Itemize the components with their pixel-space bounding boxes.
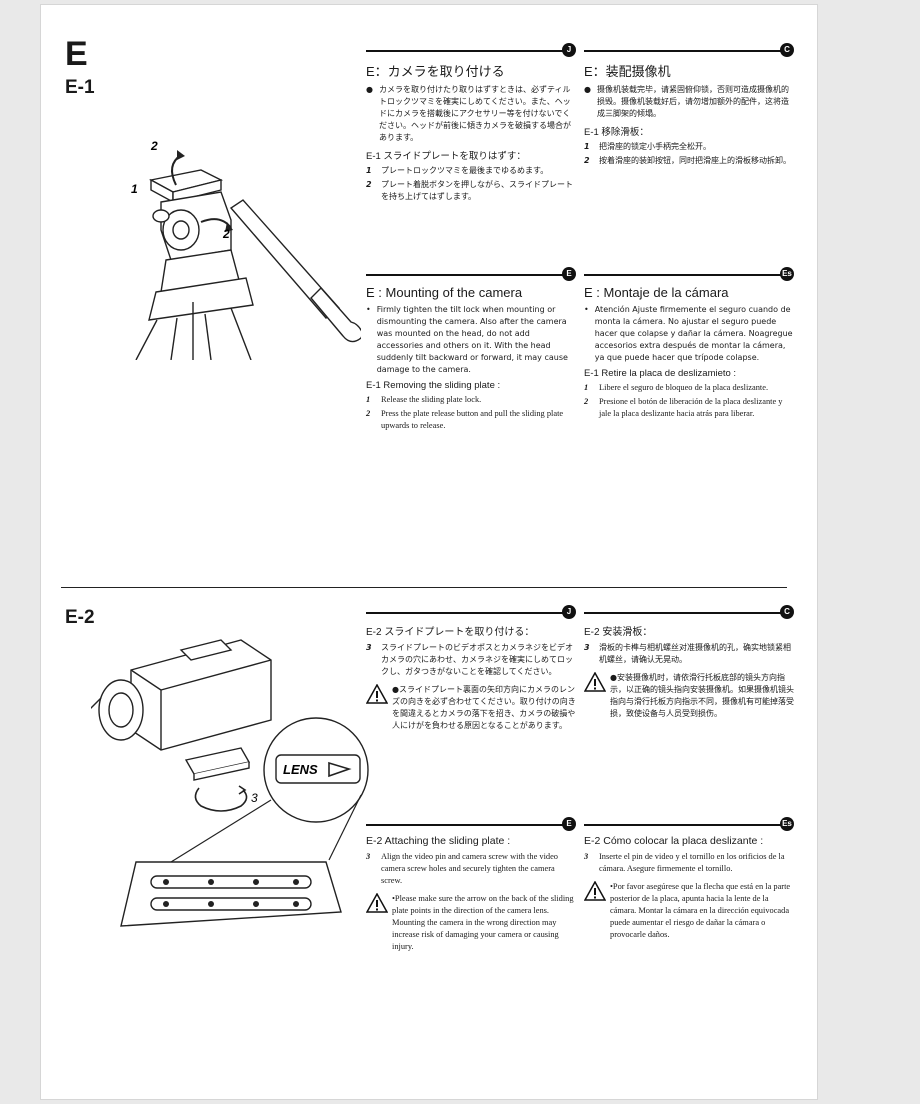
e1-en-title: E : Mounting of the camera: [366, 285, 523, 300]
warning-icon: [366, 893, 388, 913]
e1-ja-subtitle: E-1 スライドプレートを取りはずす：: [366, 151, 526, 162]
e1-ja-bullet: カメラを取り付けたり取りはずすときは、必ずティルトロックツマミを確実にしめてくだ…: [378, 85, 571, 142]
step-number: 1: [584, 383, 589, 392]
callout-2-top: 2: [150, 139, 158, 153]
lang-badge-es: Es: [780, 267, 794, 281]
step-number: 3: [584, 643, 590, 652]
lang-badge-en: E: [562, 267, 576, 281]
e1-zh-block: C E：装配摄像机 ●摄像机装载完毕，请紧固俯仰锁，否则可造成摄像机的损毁。摄像…: [584, 43, 794, 169]
section-label-e1: E-1: [65, 77, 95, 98]
e2-es-step-3: Inserte el pin de video y el tornillo en…: [599, 852, 785, 873]
e1-es-block: Es E : Montaje de la cámara •Atención Aj…: [584, 267, 794, 418]
e2-en-warning: •Please make sure the arrow on the back …: [392, 894, 574, 951]
e1-en-bullet: Firmly tighten the tilt lock when mounti…: [376, 305, 568, 374]
e1-es-title: E : Montaje de la cámara: [584, 285, 729, 300]
step-number: 2: [584, 397, 589, 406]
step-number: 2: [584, 156, 590, 165]
lens-label: LENS: [283, 762, 318, 777]
step-number: 3: [366, 643, 372, 652]
e1-en-step-2: Press the plate release button and pull …: [381, 409, 564, 430]
lang-badge-en: E: [562, 817, 576, 831]
e1-en-block: E E : Mounting of the camera •Firmly tig…: [366, 267, 576, 434]
camera-plate-illustration: 3 LENS: [91, 639, 369, 927]
e1-es-bullet: Atención Ajuste firmemente el seguro cua…: [594, 305, 793, 362]
e1-ja-step-2: プレート着脱ボタンを押しながら、スライドプレートを持ち上げてはずします。: [381, 180, 573, 201]
step-3-callout: 3: [251, 791, 258, 805]
section-divider: [61, 587, 787, 588]
lang-badge-zh: C: [780, 605, 794, 619]
e2-es-title: E-2 Cómo colocar la placa deslizante :: [584, 835, 764, 847]
section-label-e2: E-2: [65, 607, 95, 628]
e1-zh-title: E：装配摄像机: [584, 64, 671, 79]
e1-es-subtitle: E-1 Retire la placa de deslizamieto :: [584, 368, 737, 379]
tripod-head-illustration: 2 1 2: [131, 139, 361, 360]
e1-en-step-1: Release the sliding plate lock.: [381, 395, 482, 404]
warning-icon: [366, 684, 388, 704]
e2-ja-warning: ●スライドプレート裏面の矢印方向にカメラのレンズの向きを必ず合わせてください。取…: [392, 685, 576, 730]
e2-zh-warning: ●安装摄像机时，请依滑行托板底部的镜头方向指示，以正确的镜头指向安装摄像机。如果…: [610, 673, 794, 718]
step-number: 3: [584, 852, 589, 861]
e1-ja-block: J E：カメラを取り付ける ●カメラを取り付けたり取りはずすときは、必ずティルト…: [366, 43, 576, 205]
lang-badge-ja: J: [562, 605, 576, 619]
e2-en-title: E-2 Attaching the sliding plate :: [366, 835, 511, 847]
lang-badge-zh: C: [780, 43, 794, 57]
e2-zh-block: C E-2 安装滑板： 3 滑板的卡榫与相机螺丝对准摄像机的孔，确实地锁紧相机螺丝…: [584, 605, 794, 720]
e2-es-block: Es E-2 Cómo colocar la placa deslizante …: [584, 817, 794, 941]
warning-icon: [584, 881, 606, 901]
step-number: 3: [366, 852, 371, 861]
e2-en-block: E E-2 Attaching the sliding plate : 3 Ali…: [366, 817, 576, 953]
step-number: 1: [366, 395, 371, 404]
e1-ja-title: E：カメラを取り付ける: [366, 64, 505, 79]
e1-zh-subtitle: E-1 移除滑板：: [584, 127, 649, 138]
section-letter: E: [65, 35, 88, 73]
e2-zh-title: E-2 安装滑板：: [584, 627, 653, 638]
lang-badge-es: Es: [780, 817, 794, 831]
e1-en-subtitle: E-1 Removing the sliding plate :: [366, 380, 501, 391]
e2-es-warning: •Por favor asegúrese que la flecha que e…: [610, 882, 791, 939]
e1-es-step-2: Presione el botón de liberación de la pl…: [599, 397, 783, 418]
step-number: 1: [584, 142, 590, 151]
e1-ja-step-1: プレートロックツマミを最後までゆるめます。: [381, 166, 549, 175]
e2-en-step-3: Align the video pin and camera screw wit…: [381, 852, 558, 885]
step-number: 2: [366, 409, 371, 418]
step-number: 2: [366, 180, 372, 189]
callout-2-right: 2: [222, 227, 230, 241]
e1-zh-step-1: 把滑座的锁定小手柄完全松开。: [599, 142, 711, 151]
e1-zh-step-2: 按着滑座的装卸按钮，同时把滑座上的滑板移动拆卸。: [599, 156, 791, 165]
step-number: 1: [366, 166, 372, 175]
warning-icon: [584, 672, 606, 692]
e2-ja-title: E-2 スライドプレートを取り付ける：: [366, 627, 535, 638]
e2-ja-block: J E-2 スライドプレートを取り付ける： 3 スライドプレートのビデオポスとカメ…: [366, 605, 576, 732]
e1-zh-bullet: 摄像机装载完毕，请紧固俯仰锁，否则可造成摄像机的损毁。摄像机装载好后，请勿增加额…: [596, 85, 789, 118]
lang-badge-ja: J: [562, 43, 576, 57]
e2-ja-step-3: スライドプレートのビデオポスとカメラネジをビデオカメラの穴にあわせ、カメラネジを…: [381, 643, 573, 676]
e1-es-step-1: Libere el seguro de bloqueo de la placa …: [599, 383, 769, 392]
manual-page: E E-1 E-2 2 1 2: [40, 4, 818, 1100]
e2-zh-step-3: 滑板的卡榫与相机螺丝对准摄像机的孔，确实地锁紧相机螺丝，请确认无晃动。: [599, 643, 791, 664]
callout-1: 1: [131, 182, 138, 196]
